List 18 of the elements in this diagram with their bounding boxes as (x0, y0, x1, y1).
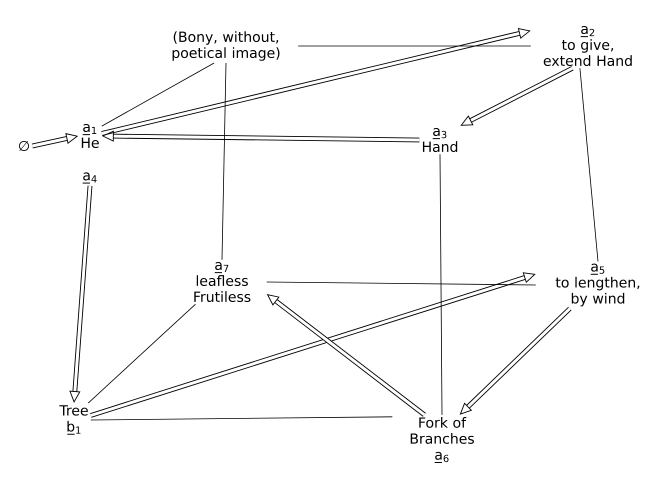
connector-line (101, 62, 215, 127)
term-label: a̲$_{1}$ He (82, 124, 99, 148)
term-label: a̲$_{2}$ to give, extend Hand (544, 26, 632, 66)
double-arrow (460, 306, 572, 415)
term-label: Fork of Branches a̲$_{6}$ (410, 417, 474, 463)
term-label: a̲$_{5}$ to lengthen, by wind (556, 264, 640, 306)
connector-line (440, 154, 442, 416)
term-label: Tree b̲$_{1}$ (59, 405, 88, 435)
symbol: ∅ (18, 140, 30, 152)
connector-line (222, 62, 226, 260)
term-label: (Bony, without, poetical image) (172, 31, 280, 61)
connector-line (580, 68, 598, 262)
term-label: a̲$_{4}$ (82, 172, 97, 184)
connector-line (266, 282, 536, 286)
term-label: a̲$_{7}$ leafless Frutiless (194, 262, 250, 302)
term-label: a̲$_{3}$ Hand (422, 128, 458, 152)
connector-line (90, 416, 393, 420)
connector-line (88, 304, 196, 404)
